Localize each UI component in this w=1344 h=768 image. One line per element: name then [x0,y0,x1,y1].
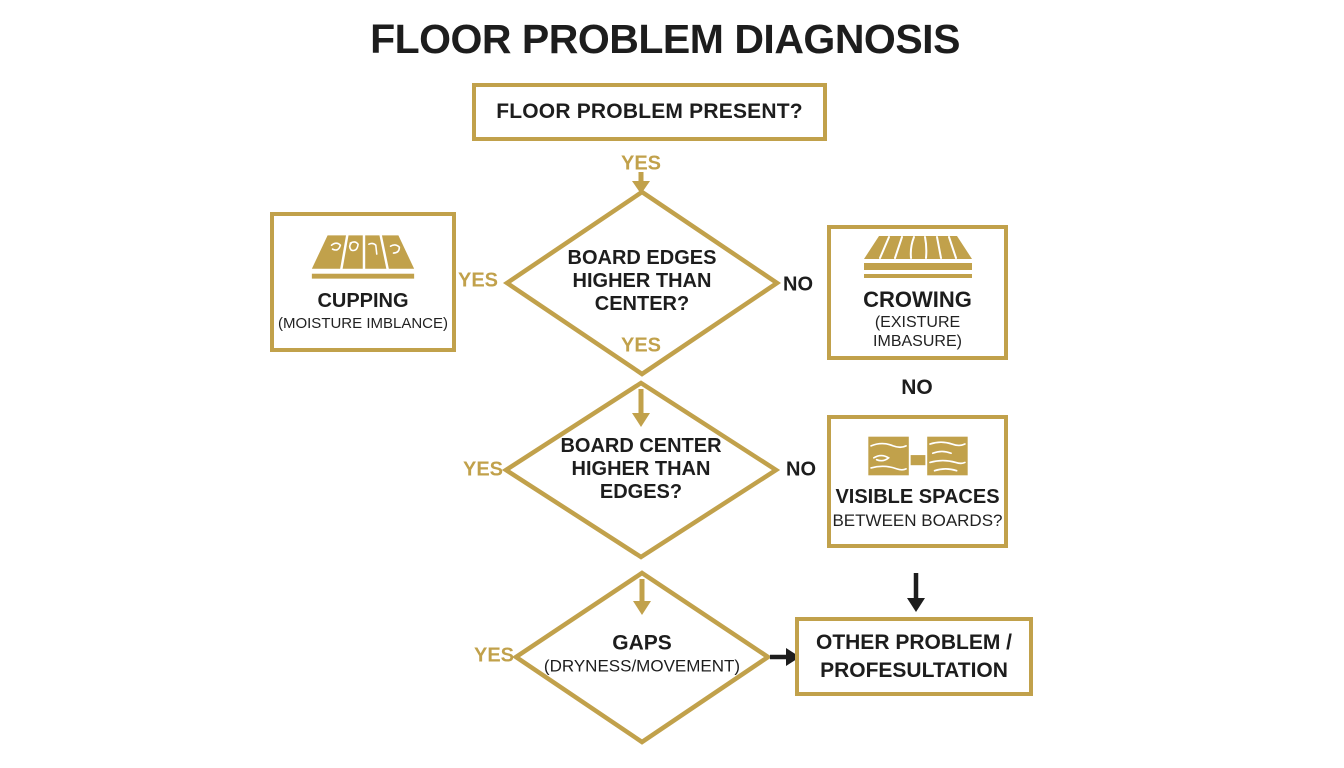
edge-label-d1-right-no: NO [783,273,813,296]
diamond-board-edges-label: BOARD EDGES HIGHER THAN CENTER? [567,247,717,316]
diamond-board-center-label: BOARD CENTER HIGHER THAN EDGES? [560,435,722,504]
result-box-other-problem: OTHER PROBLEM / PROFESULTATION [795,617,1033,696]
other-problem-line2: PROFESULTATION [820,658,1008,682]
result-title-crowning: CROWING [863,286,972,312]
start-box-label: FLOOR PROBLEM PRESENT? [496,100,803,123]
result-title-cupping: CUPPING [317,290,409,313]
edge-label-d3-left-yes: YES [473,644,515,667]
arrow-start-to-d1 [632,172,650,194]
edge-label-d1-left-yes: YES [457,269,499,292]
arrow-d1-to-d2 [632,389,650,427]
result-subtitle-crowning: (EXISTURE IMBASURE) [873,314,962,350]
start-box: FLOOR PROBLEM PRESENT? [472,83,827,141]
diamond-board-center [501,380,781,560]
diamond-gaps [511,570,773,745]
page-title: FLOOR PROBLEM DIAGNOSIS [370,16,960,62]
edge-label-spaces-top-no: NO [901,376,933,399]
edge-label-d1-bottom-yes: YES [620,334,662,357]
diamond-gaps-label: GAPS (DRYNESS/MOVEMENT) [543,631,741,676]
result-title-visible-spaces: VISIBLE SPACES [835,485,1000,508]
other-problem-line1: OTHER PROBLEM / [815,631,1012,655]
result-subtitle-visible-spaces: BETWEEN BOARDS? [832,510,1003,530]
result-box-cupping: CUPPING (MOISTURE IMBLANCE) [270,212,456,352]
result-subtitle-cupping: (MOISTURE IMBLANCE) [277,315,448,333]
arrow-d3-to-other [770,648,800,666]
board-gap-icon [858,433,978,479]
arrow-spaces-to-other [907,573,925,612]
edge-label-d2-left-yes: YES [462,458,504,481]
diamond-board-edges [502,189,782,377]
cupped-floorboards-icon [304,231,422,283]
arrow-d2-to-d3 [633,579,651,615]
edge-label-d2-right-no: NO [786,458,816,481]
result-box-visible-spaces: VISIBLE SPACES BETWEEN BOARDS? [827,415,1008,548]
edge-label-start-yes: YES [620,152,662,175]
crowned-board-icon [857,234,979,280]
result-box-crowning: CROWING (EXISTURE IMBASURE) [827,225,1008,360]
